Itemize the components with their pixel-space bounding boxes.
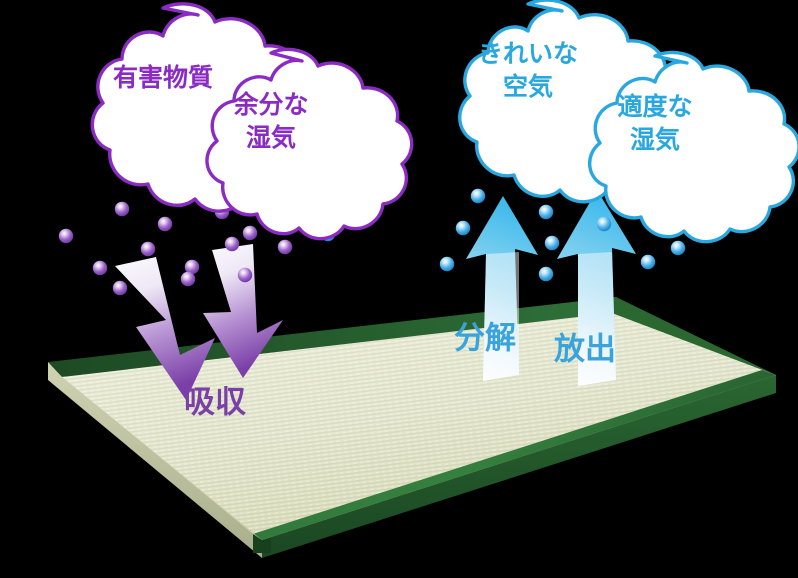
cloud-text-line: 余分な xyxy=(232,90,308,119)
cloud-excess-humidity[interactable]: 余分な 湿気 xyxy=(205,47,414,241)
cloud-shape xyxy=(205,47,414,241)
label-decomposition: 分解 xyxy=(454,321,516,357)
purple-particle xyxy=(92,260,108,276)
blue-particle xyxy=(670,240,686,256)
purple-particle xyxy=(237,267,253,283)
blue-particle xyxy=(538,204,554,220)
purple-particle xyxy=(140,241,156,257)
decomposition-arrow xyxy=(466,196,538,381)
absorption-arrow-1 xyxy=(115,257,215,400)
purple-particle xyxy=(114,201,130,217)
cloud-text-line: 空気 xyxy=(503,72,553,101)
blue-particle xyxy=(596,216,612,232)
blue-particle xyxy=(439,256,455,272)
purple-particle xyxy=(277,239,293,255)
blue-particle xyxy=(455,220,471,236)
cloud-text-line: 湿気 xyxy=(630,125,680,154)
mat-near-edge xyxy=(253,370,776,540)
purple-particle xyxy=(58,228,74,244)
purple-particle xyxy=(180,271,196,287)
mat-thickness xyxy=(48,362,776,558)
absorption-arrow-2 xyxy=(203,244,283,378)
label-absorption: 吸収 xyxy=(184,385,246,421)
cloud-text-line: 適度な xyxy=(617,92,692,121)
purple-particle xyxy=(112,280,128,296)
purple-particle xyxy=(224,236,240,252)
release-arrow xyxy=(557,190,636,386)
purple-particle xyxy=(157,216,173,232)
blue-particle xyxy=(538,266,554,282)
cloud-shape xyxy=(587,50,798,244)
cloud-text-line: きれいな xyxy=(478,39,578,68)
blue-particle xyxy=(544,235,560,251)
purple-particle xyxy=(184,259,200,275)
cloud-moderate-humidity[interactable]: 適度な 湿気 xyxy=(587,50,798,244)
blue-particle xyxy=(640,254,656,270)
cloud-text-line: 有害物質 xyxy=(113,63,213,92)
purple-particle xyxy=(242,225,258,241)
blue-particle xyxy=(470,188,486,204)
cloud-text-line: 湿気 xyxy=(246,123,296,152)
label-release: 放出 xyxy=(553,332,616,368)
